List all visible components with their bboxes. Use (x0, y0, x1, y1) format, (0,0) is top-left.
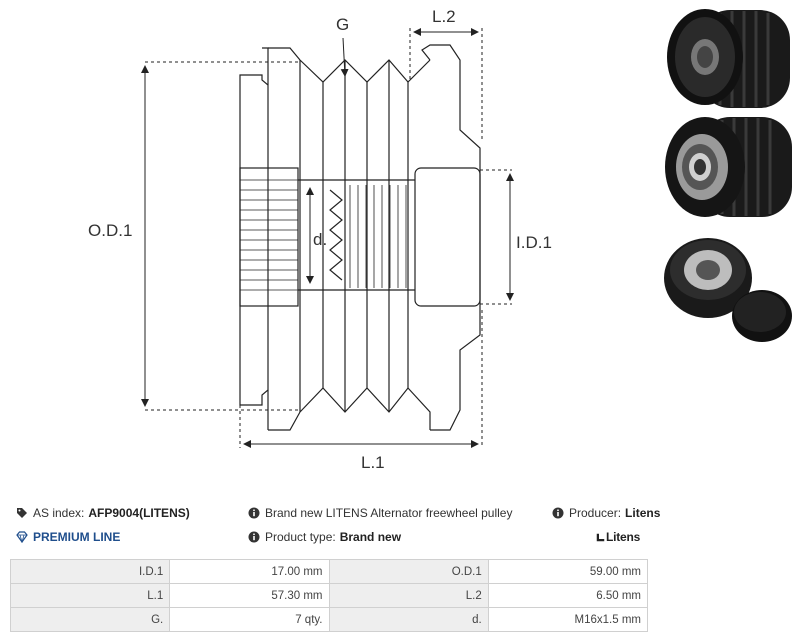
spec-table: I.D.1 17.00 mm O.D.1 59.00 mm L.1 57.30 … (9, 559, 649, 632)
product-type-label: Product type: (265, 530, 336, 544)
tag-icon (17, 508, 27, 518)
as-index-label: AS index: (33, 506, 85, 520)
label-l2: L.2 (432, 7, 456, 26)
label-d: d. (313, 230, 327, 249)
spec-value: 6.50 mm (487, 583, 649, 608)
litens-logo-text: Litens (606, 530, 641, 544)
litens-logo-mark-icon (596, 533, 605, 541)
label-g: G (336, 15, 349, 34)
spec-value: 57.30 mm (169, 583, 330, 608)
label-id1: I.D.1 (516, 233, 552, 252)
spec-value: 17.00 mm (169, 559, 330, 584)
product-type-value: Brand new (339, 530, 402, 544)
g-leader-line (340, 37, 349, 77)
spec-label: G. (9, 607, 171, 632)
product-info: AS index: AFP9004(LITENS) Brand new LITE… (0, 500, 800, 550)
spec-label: d. (328, 607, 489, 632)
premium-line-badge: PREMIUM LINE (16, 530, 120, 544)
producer: Producer: Litens (552, 506, 660, 520)
producer-value: Litens (625, 506, 661, 520)
thread-profile (329, 189, 343, 281)
description: Brand new LITENS Alternator freewheel pu… (248, 506, 512, 520)
label-l1: L.1 (361, 453, 385, 472)
label-od1: O.D.1 (88, 221, 132, 240)
spec-value: 7 qty. (169, 607, 330, 632)
info-icon (248, 507, 260, 519)
table-row: G. 7 qty. d. M16x1.5 mm (9, 607, 649, 632)
product-type: Product type: Brand new (248, 530, 401, 544)
pulley-photo-with-cap (664, 238, 792, 342)
as-index-value: AFP9004(LITENS) (88, 506, 190, 520)
diamond-icon (16, 531, 28, 543)
premium-line-text: PREMIUM LINE (33, 530, 121, 544)
pulley-photo-front (667, 9, 790, 108)
litens-logo: Litens (596, 530, 640, 544)
info-icon (552, 507, 564, 519)
producer-label: Producer: (569, 506, 622, 520)
pulley-technical-drawing: G L.2 O.D.1 d. I.D.1 L.1 (88, 7, 552, 472)
spec-label: L.1 (9, 583, 171, 608)
description-text: Brand new LITENS Alternator freewheel pu… (265, 506, 513, 520)
spec-label: I.D.1 (9, 559, 171, 584)
table-row: L.1 57.30 mm L.2 6.50 mm (9, 583, 649, 608)
spec-label: O.D.1 (328, 559, 489, 584)
pulley-photo-back (665, 117, 792, 217)
spec-label: L.2 (328, 583, 489, 608)
as-index: AS index: AFP9004(LITENS) (16, 506, 190, 520)
groove-profile-bottom (299, 387, 431, 430)
info-icon (248, 531, 260, 543)
spec-value: 59.00 mm (487, 559, 649, 584)
table-row: I.D.1 17.00 mm O.D.1 59.00 mm (9, 559, 649, 584)
spec-value: M16x1.5 mm (487, 607, 649, 632)
